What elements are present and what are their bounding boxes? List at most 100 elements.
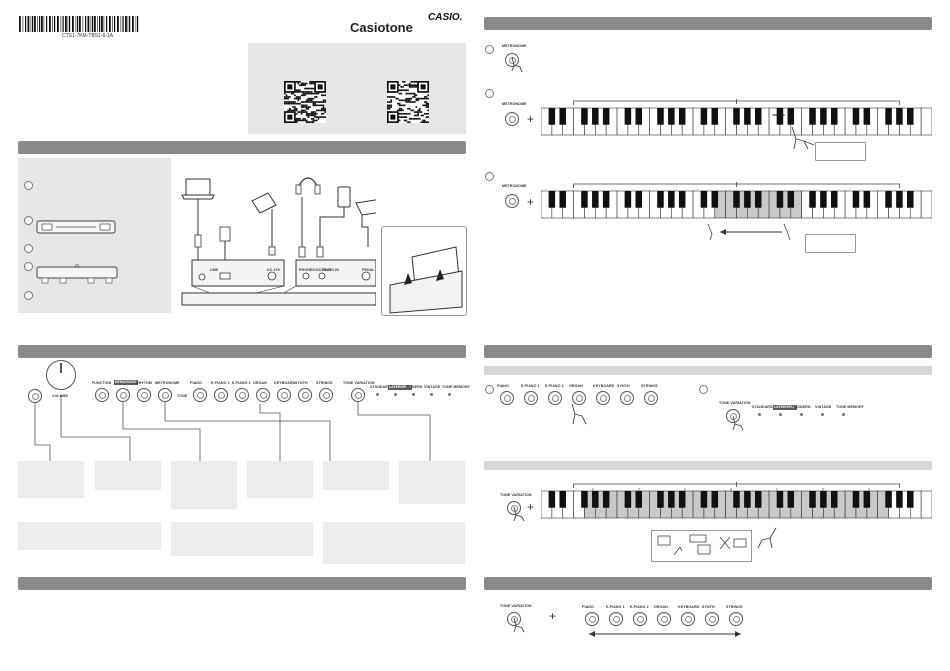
black-key [830, 108, 838, 125]
tone-button[interactable] [729, 612, 743, 626]
metronome-button[interactable] [158, 388, 172, 402]
tone-button[interactable] [644, 391, 658, 405]
tone-button[interactable] [705, 612, 719, 626]
variation-led [394, 393, 397, 396]
explanation-box [323, 461, 389, 490]
tone-button[interactable] [319, 388, 333, 402]
plus-sign: + [549, 609, 557, 623]
tone-button[interactable] [548, 391, 562, 405]
black-key [700, 108, 708, 125]
tone-button[interactable] [214, 388, 228, 402]
step-marker [485, 89, 494, 98]
brand-logo: CASIO. [428, 12, 463, 23]
section-bar-bottom-right [484, 577, 932, 590]
function-button[interactable] [95, 388, 109, 402]
step-marker [24, 181, 33, 190]
tone-label: PIANO [497, 384, 509, 388]
metronome-button-label: METRONOME [502, 184, 527, 188]
barcode-graphic [19, 16, 139, 32]
minus-plus-markers: − + [772, 110, 786, 120]
range-arrow [707, 223, 791, 241]
music-stand-inset [381, 226, 467, 316]
tone-label: E.PIANO 1 [521, 384, 540, 388]
tone-button[interactable] [193, 388, 207, 402]
tone-button[interactable] [657, 612, 671, 626]
qr-code-graphic [284, 81, 326, 123]
rhythm-button[interactable] [137, 388, 151, 402]
black-key [592, 491, 599, 508]
metronome-button-label: METRONOME [502, 44, 527, 48]
tone-label: ORGAN [253, 381, 267, 385]
black-key [624, 491, 632, 508]
tone-button[interactable] [256, 388, 270, 402]
white-key [920, 107, 933, 136]
black-key [787, 191, 795, 208]
black-key [700, 191, 708, 208]
tone-button[interactable] [633, 612, 647, 626]
tone-button[interactable] [298, 388, 312, 402]
qr-code-left [284, 81, 326, 123]
tone-variation-button[interactable] [726, 409, 740, 423]
black-key [711, 491, 719, 508]
black-key [657, 191, 664, 208]
variation-led-label: TONE MEMORY [442, 385, 471, 389]
black-key [744, 491, 751, 508]
keyboard-step3 [540, 182, 933, 225]
white-key [920, 190, 933, 219]
black-key [852, 491, 860, 508]
black-key [678, 491, 686, 508]
step-marker [24, 216, 33, 225]
tone-label: KEYBOARD [274, 381, 296, 385]
black-key [668, 108, 675, 125]
tone-label: PIANO [582, 605, 594, 609]
black-key [668, 191, 675, 208]
keyboard-illustration-top [36, 220, 116, 234]
black-key [559, 108, 566, 125]
black-key [635, 491, 643, 508]
variation-led [821, 413, 824, 416]
tone-button[interactable] [524, 391, 538, 405]
black-key [907, 191, 914, 208]
metronome-button[interactable] [505, 194, 519, 208]
black-key [733, 108, 740, 125]
tone-button[interactable] [609, 612, 623, 626]
black-key [830, 491, 838, 508]
pressing-hand-icon [513, 506, 525, 522]
demo-song-button[interactable] [116, 388, 130, 402]
tone-variation-button[interactable] [351, 388, 365, 402]
tone-button[interactable] [277, 388, 291, 402]
black-key [744, 108, 751, 125]
black-key [830, 191, 838, 208]
tone-button[interactable] [596, 391, 610, 405]
tone-button[interactable] [500, 391, 514, 405]
tone-button[interactable] [620, 391, 634, 405]
tone-label: ORGAN [569, 384, 583, 388]
tone-label: SYNTH [702, 605, 715, 609]
step-marker [485, 45, 494, 54]
metronome-button[interactable] [505, 112, 519, 126]
keyboard-step2 [540, 99, 933, 142]
tone-label: STRINGS [726, 605, 743, 609]
black-key [863, 491, 871, 508]
tone-button[interactable] [681, 612, 695, 626]
setup-steps-panel [18, 158, 171, 313]
subsection-bar-tone-select [484, 366, 932, 375]
tone-button[interactable] [235, 388, 249, 402]
variation-led [412, 393, 415, 396]
volume-knob[interactable] [46, 360, 76, 390]
plus-sign: + [527, 112, 535, 126]
metronome-button[interactable] [505, 53, 519, 67]
tone-button[interactable] [572, 391, 586, 405]
tone-button[interactable] [585, 612, 599, 626]
black-key [820, 491, 827, 508]
black-key [678, 191, 686, 208]
black-key [678, 108, 686, 125]
function-label: FUNCTION [92, 381, 112, 385]
black-key [776, 191, 784, 208]
tone-label: PIANO [190, 381, 202, 385]
black-key [787, 108, 795, 125]
variation-led-label: LAYER/SPLIT [773, 405, 798, 410]
volume-indicator [60, 363, 62, 373]
metronome-button-label: METRONOME [502, 102, 527, 106]
variation-led-label: STANDARD [752, 405, 773, 409]
